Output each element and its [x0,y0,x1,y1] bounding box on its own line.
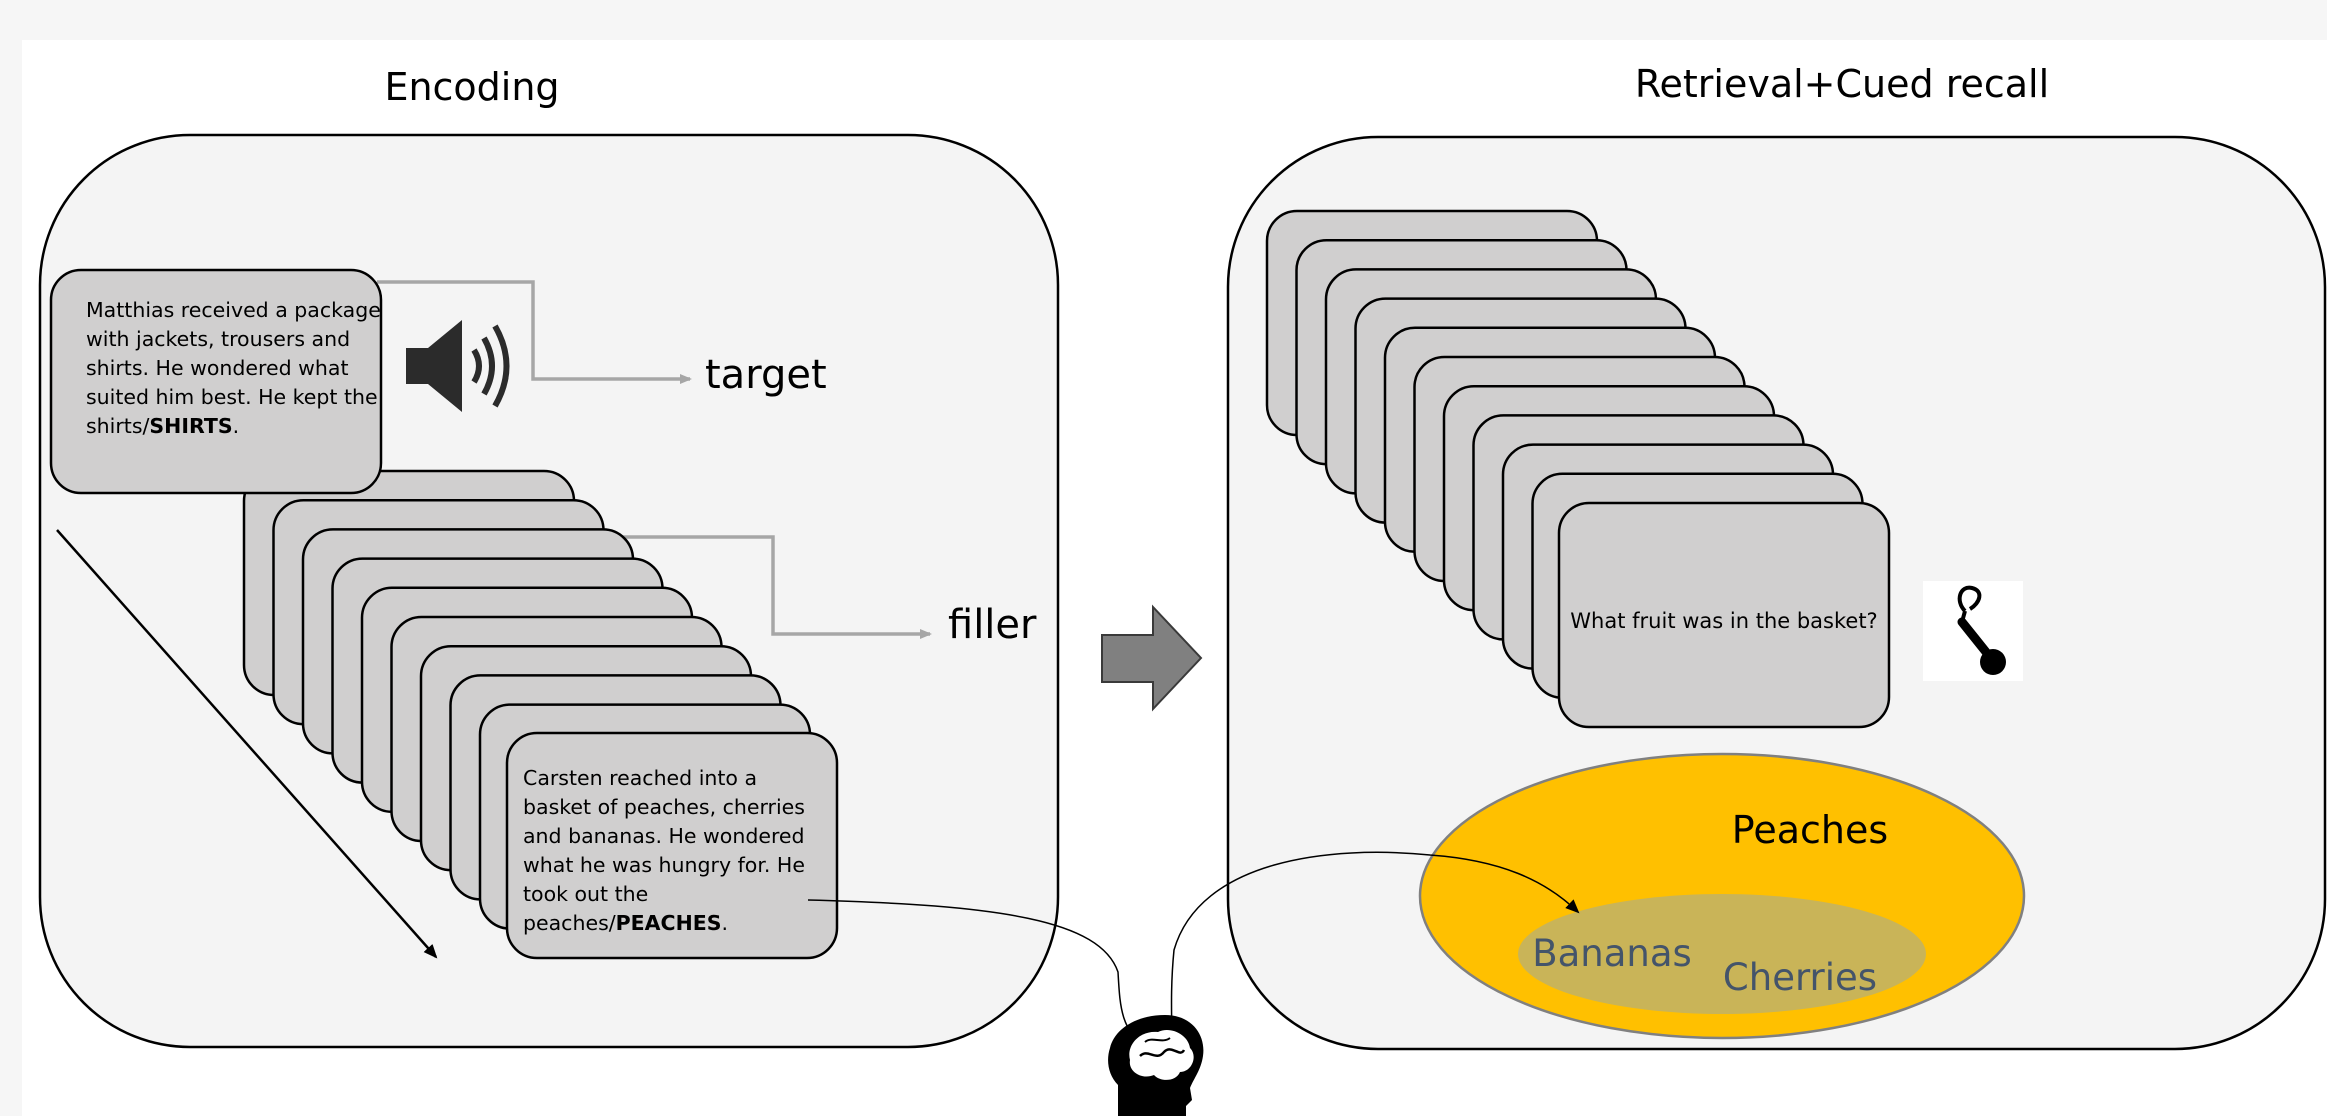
last-card-line: and bananas. He wondered [523,824,805,848]
target-card-final-line: shirts/SHIRTS. [86,412,386,441]
encoding-title: Encoding [384,65,559,109]
question-card [1557,501,1891,729]
target-card-line: shirts. He wondered what [86,356,349,380]
target-card-end: . [232,414,240,438]
speaker-icon [406,320,510,412]
last-card-final-line: peaches/PEACHES. [523,909,833,938]
last-card-line: what he was hungry for. He [523,853,805,877]
right-arrow-icon [1101,604,1203,712]
retrieval-title: Retrieval+Cued recall [1635,62,2049,106]
target-label: target [705,352,827,398]
last-card-plain: peaches/ [523,911,616,935]
target-card-plain: shirts/ [86,414,150,438]
target-card-bold: SHIRTS [149,414,233,438]
target-sentence-card-text: Matthias received a package with jackets… [86,298,386,441]
target-connector [377,280,692,384]
target-card-line: suited him best. He kept the [86,385,378,409]
last-card-line: basket of peaches, cherries [523,795,805,819]
last-card-bold: PEACHES [615,911,722,935]
microphone-icon [1923,581,2023,681]
target-card-line: Matthias received a package [86,298,381,322]
last-card-line: Carsten reached into a [523,766,758,790]
last-sentence-card [505,731,839,960]
filler-connector [620,535,932,639]
alternatives-ellipse [1518,894,1926,1014]
last-card-line: took out the [523,882,649,906]
target-card-line: with jackets, trousers and [86,327,351,351]
target-sentence-card [49,268,383,495]
last-card-end: . [721,911,729,935]
head-brain-icon [1108,1015,1204,1116]
question-text: What fruit was in the basket? [1570,609,1877,633]
alternative-label-cherries: Cherries [1723,956,1877,999]
last-sentence-card-text: Carsten reached into a basket of peaches… [523,766,833,938]
brain-to-retrieval-curve [1170,851,1580,1051]
alternative-label-bananas: Bananas [1532,932,1692,975]
time-arrow [56,529,438,959]
answer-label: Peaches [1732,808,1888,852]
encoding-to-brain-curve [807,899,1150,1052]
filler-label: filler [948,602,1037,648]
